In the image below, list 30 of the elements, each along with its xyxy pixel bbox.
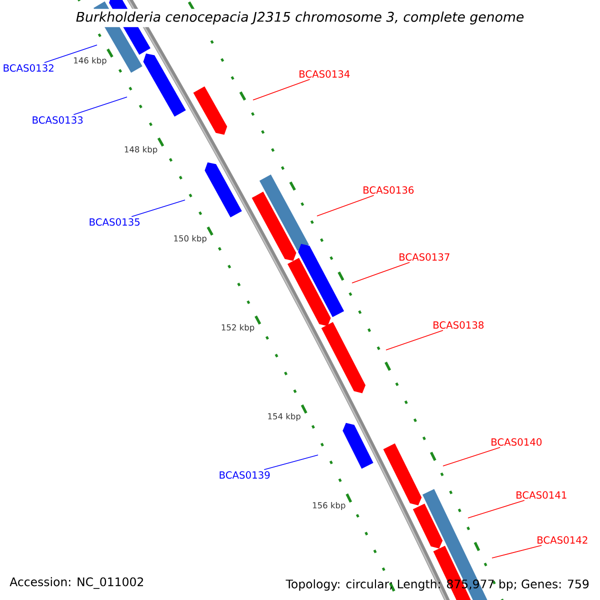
gene-label: BCAS0134: [300, 70, 350, 78]
scale-label: 146 kbp: [74, 57, 106, 66]
leader-line: [316, 194, 374, 216]
scale-label: 156 kbp: [312, 502, 346, 510]
gene-label: BCAS0133: [32, 116, 83, 124]
leader-line: [468, 500, 525, 518]
title: Burkholderia cenocepacia J2315 chromosome 3, complete genome: [73, 8, 527, 28]
scale-label: 152 kbp: [222, 324, 254, 332]
gene-label: BCAS0141: [516, 491, 566, 499]
leader-line: [131, 200, 186, 218]
gene-label: BCAS0140: [492, 438, 542, 446]
leader-line: [492, 544, 542, 558]
leader-line: [44, 44, 98, 64]
gene-label: BCAS0132: [4, 64, 54, 72]
scale-label: 154 kbp: [268, 413, 300, 421]
scale-label: 148 kbp: [124, 146, 158, 154]
leader-line: [386, 330, 444, 350]
leader-line: [352, 262, 410, 284]
scale-label: 150 kbp: [174, 235, 206, 244]
gene-label: BCAS0135: [90, 218, 140, 226]
leader-line: [264, 454, 318, 470]
gene-label: BCAS0137: [400, 253, 450, 261]
footer-text: Accession: NC_011002: [10, 577, 143, 589]
gene-label: BCAS0142: [538, 536, 588, 544]
leader-line: [73, 96, 128, 116]
leader-line: [252, 78, 310, 100]
gene-label: BCAS0136: [364, 186, 414, 194]
gene-label: BCAS0138: [434, 321, 484, 329]
leader-line: [442, 446, 500, 466]
gene-label: BCAS0139: [220, 471, 270, 479]
